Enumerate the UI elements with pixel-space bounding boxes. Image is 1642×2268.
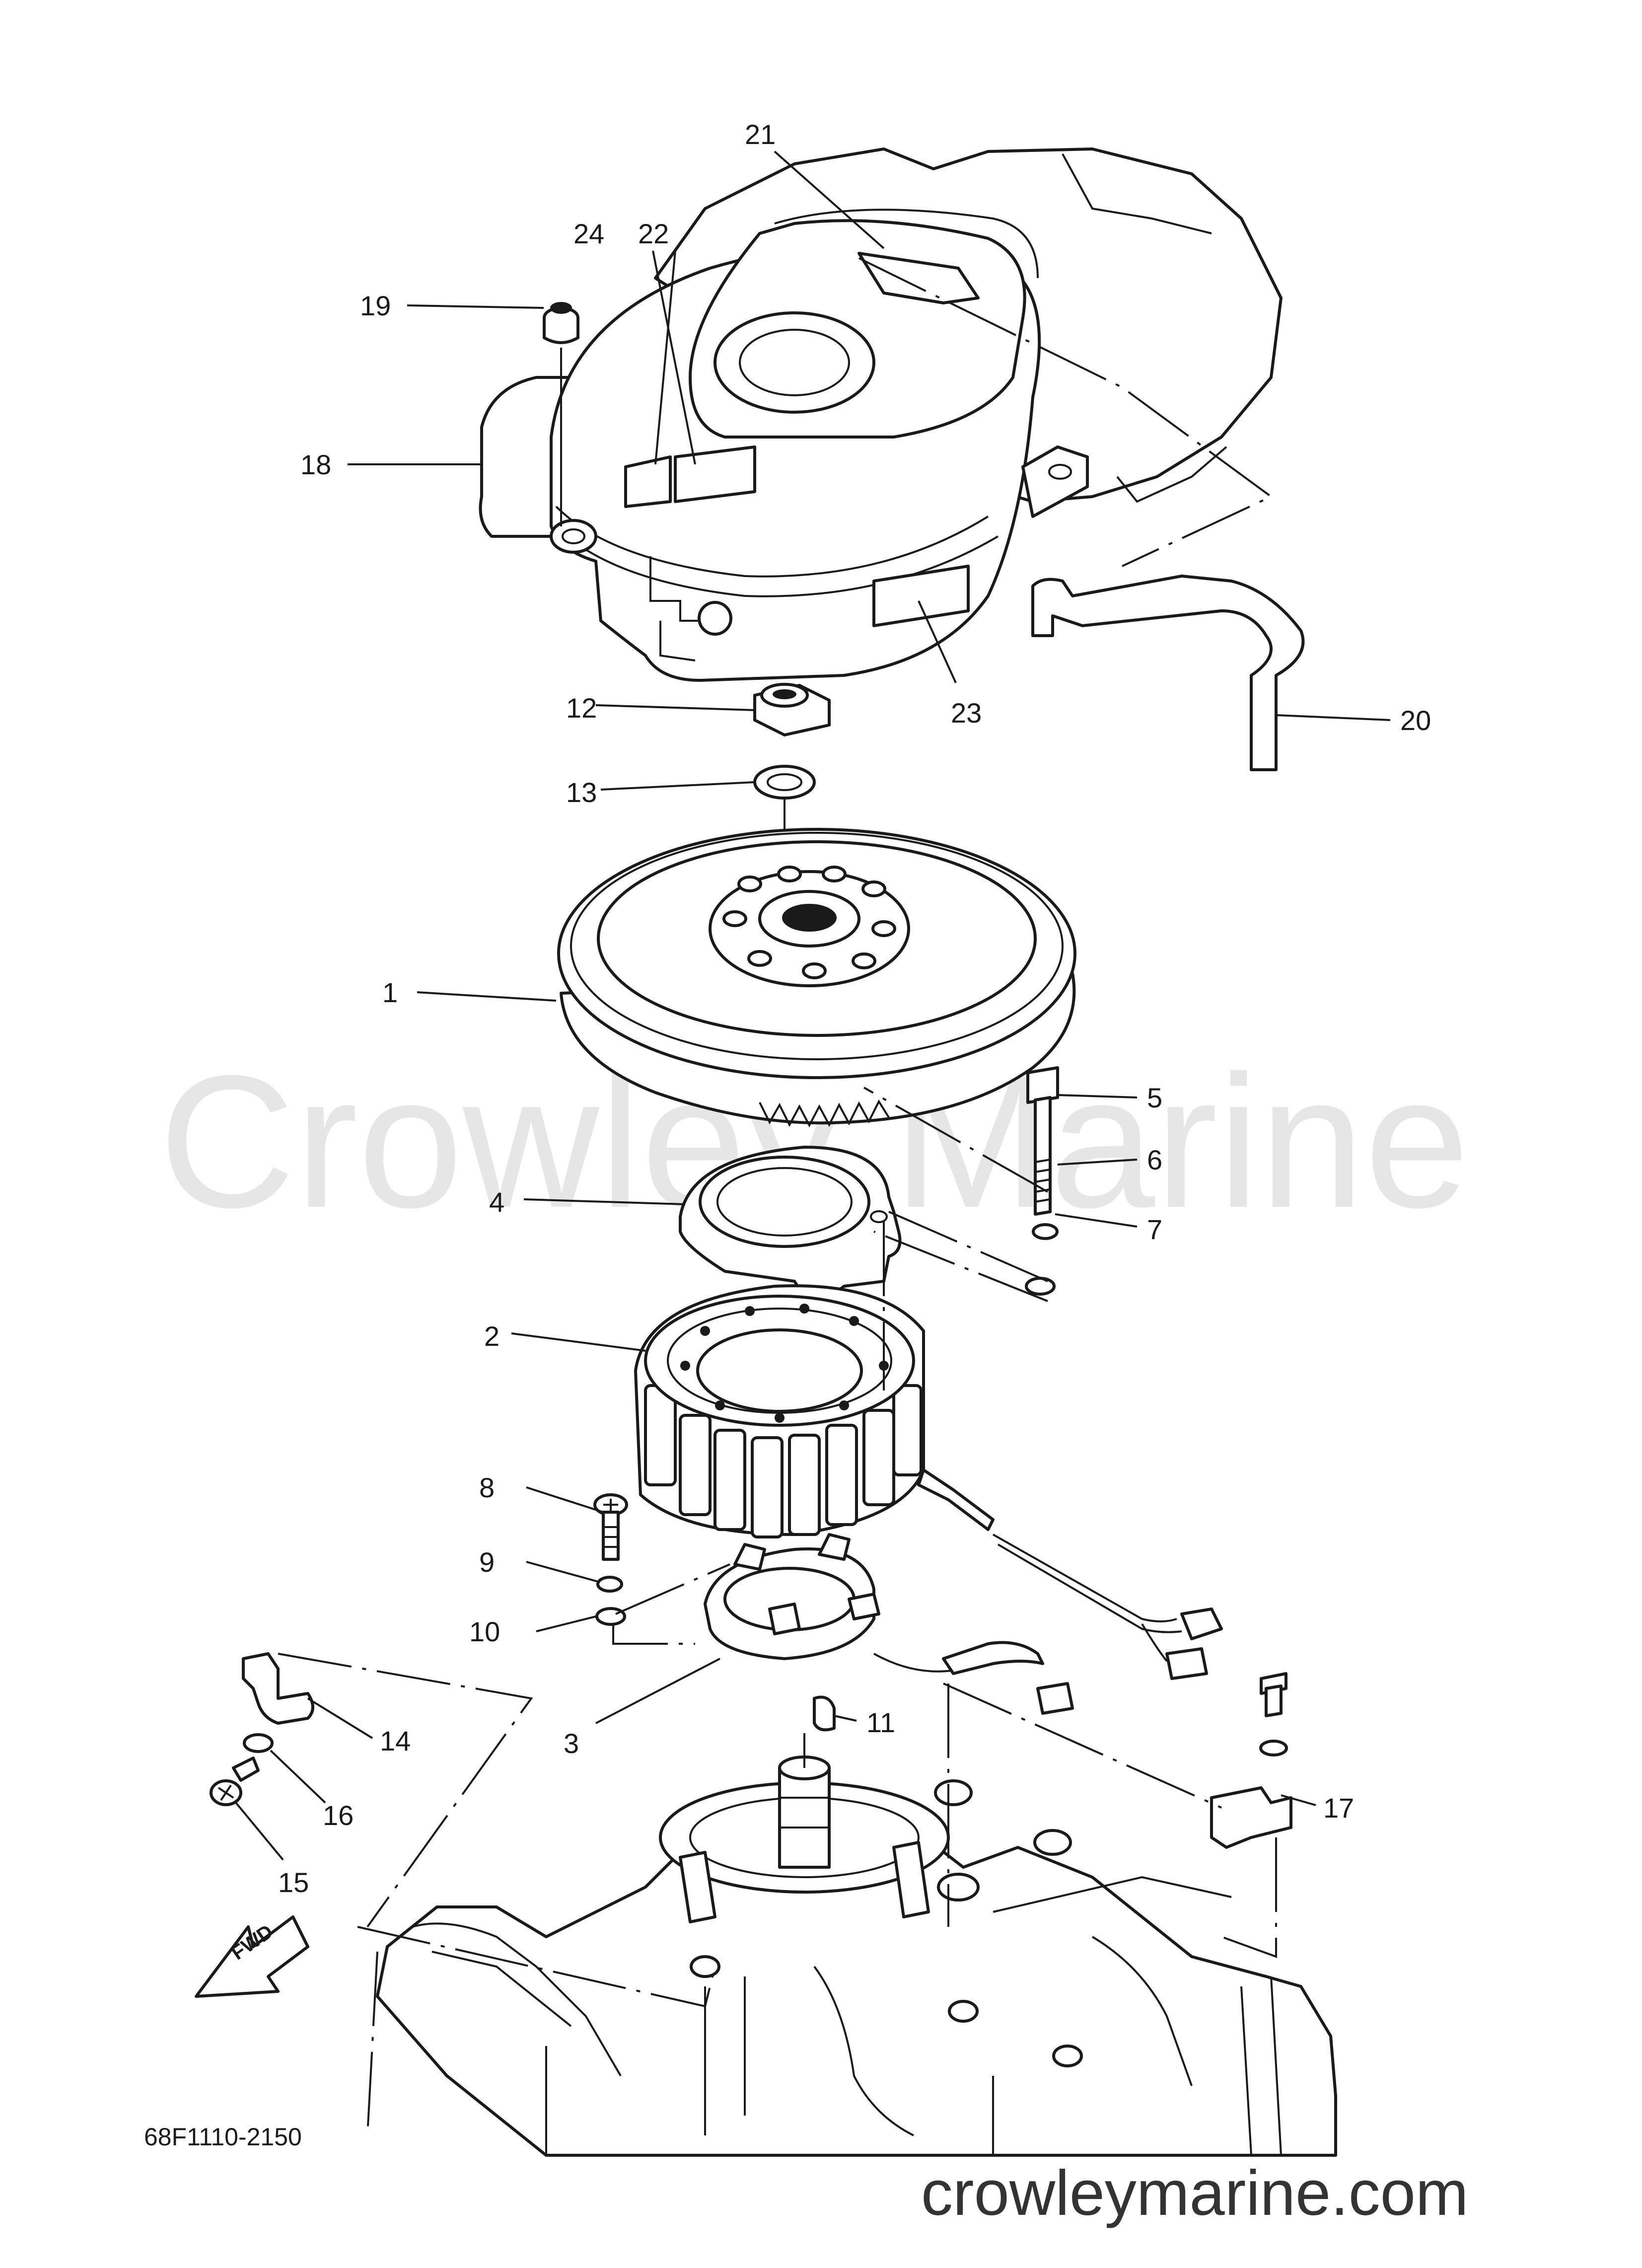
- clamp-washer-part: [243, 1733, 274, 1753]
- callout-6: 6: [1147, 1144, 1162, 1175]
- callout-20: 20: [1400, 705, 1431, 736]
- plain-washer-part: [1025, 1277, 1056, 1296]
- drawing-code: 68F1110-2150: [144, 2123, 302, 2151]
- assembly-lines: [278, 257, 1277, 2136]
- lock-washer-part: [1032, 1223, 1059, 1240]
- callout-19: 19: [360, 290, 391, 321]
- forward-arrow-icon: FWD: [195, 1915, 309, 1998]
- callout-10: 10: [469, 1616, 500, 1647]
- stator-bolt-part: [1026, 1066, 1059, 1216]
- flywheel-part: [557, 828, 1076, 1128]
- callout-22: 22: [638, 218, 669, 249]
- washer-part: [753, 765, 816, 924]
- callout-9: 9: [479, 1546, 495, 1578]
- powerhead-part: [376, 1756, 1337, 2157]
- footer-url[interactable]: crowleymarine.com: [921, 2158, 1469, 2229]
- pulser-lock-washer-part: [596, 1576, 623, 1593]
- clamp-screw-part: [210, 1756, 260, 1806]
- callout-2: 2: [484, 1320, 500, 1352]
- clamp-part: [242, 1652, 314, 1725]
- callout-5: 5: [1147, 1082, 1162, 1113]
- callout-14: 14: [380, 1725, 411, 1756]
- leader-lines: [235, 150, 1391, 1861]
- callout-15: 15: [278, 1867, 309, 1898]
- nut-part: [753, 683, 831, 736]
- pulser-coil-part: [704, 1533, 1074, 1715]
- pulser-screw-part: [593, 1493, 628, 1561]
- callout-16: 16: [323, 1800, 354, 1831]
- callout-3: 3: [564, 1728, 579, 1759]
- callout-18: 18: [300, 449, 331, 480]
- cover-seal-part: [1031, 575, 1305, 771]
- callout-17: 17: [1323, 1792, 1354, 1824]
- callout-labels: 1 2 3 4 5 6 7 8 9 10 11 12 13 14 15 16 1…: [278, 119, 1431, 1898]
- callout-7: 7: [1147, 1214, 1162, 1245]
- callout-4: 4: [489, 1186, 504, 1218]
- callout-11: 11: [866, 1707, 895, 1738]
- grommet-part: [543, 302, 579, 526]
- callout-23: 23: [951, 697, 982, 729]
- flywheel-cover-part: [479, 147, 1283, 682]
- callout-13: 13: [566, 777, 597, 808]
- callout-12: 12: [566, 692, 597, 724]
- stator-part: [634, 1284, 1223, 1680]
- callout-1: 1: [382, 977, 398, 1008]
- callout-8: 8: [479, 1472, 495, 1503]
- harness-clamp-part: [1210, 1672, 1292, 1849]
- stator-base-part: [679, 1146, 902, 1303]
- woodruff-key-part: [813, 1695, 836, 1732]
- callout-21: 21: [745, 119, 776, 150]
- callout-24: 24: [573, 218, 604, 249]
